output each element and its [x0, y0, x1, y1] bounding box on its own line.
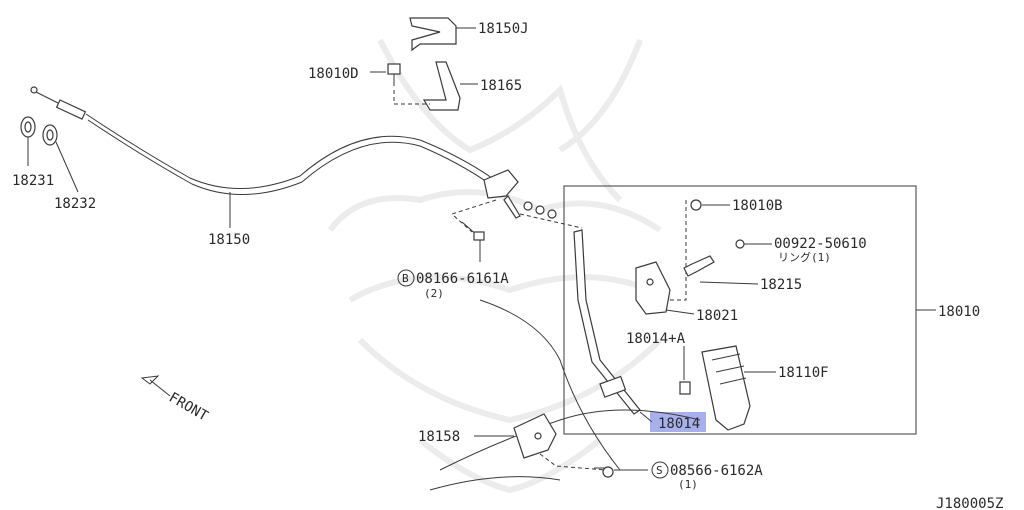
badge-08166-letter: B [402, 272, 409, 285]
part-18150J-clip [409, 17, 476, 52]
label-08166[interactable]: 08166-6161A [416, 271, 509, 287]
badge-08566-letter: S [656, 464, 663, 477]
label-18158[interactable]: 18158 [418, 429, 460, 445]
label-18010[interactable]: 18010 [938, 304, 980, 320]
cable-end-mechanism [451, 169, 583, 233]
label-00922-sub: リング(1) [778, 250, 831, 264]
label-18010B[interactable]: 18010B [732, 198, 783, 214]
part-00922-ring [735, 239, 772, 249]
label-18110F[interactable]: 18110F [778, 365, 829, 381]
part-18165-bracket [393, 61, 478, 111]
diagram-code: J180005Z [936, 496, 1003, 510]
highlight-18014 [650, 412, 706, 432]
part-08566-screw [594, 466, 648, 478]
label-18010D[interactable]: 18010D [308, 66, 359, 82]
label-18231[interactable]: 18231 [12, 173, 54, 189]
part-08166-bolt [461, 221, 485, 262]
part-18158-pad [474, 413, 607, 471]
label-18165[interactable]: 18165 [480, 78, 522, 94]
label-08566-qty: (1) [678, 478, 698, 491]
label-18215[interactable]: 18215 [760, 277, 802, 293]
badge-08166: B [397, 269, 415, 287]
label-18014[interactable]: 18014 [658, 416, 700, 432]
part-18110F-pedal-pad [701, 345, 776, 431]
label-08166-qty: (2) [424, 287, 444, 300]
badge-08566: S [651, 461, 669, 479]
part-18021-bracket [635, 200, 695, 315]
label-front: FRONT [166, 390, 211, 425]
part-18010B-nut [690, 199, 730, 211]
label-18014A[interactable]: 18014+A [626, 331, 686, 347]
label-18021[interactable]: 18021 [696, 308, 738, 324]
label-00922[interactable]: 00922-50610 [774, 236, 867, 252]
part-18232-washer [42, 124, 79, 193]
part-18231-washer [20, 116, 36, 166]
label-18150J[interactable]: 18150J [478, 21, 529, 37]
label-18232[interactable]: 18232 [54, 196, 96, 212]
floor-outline [429, 299, 701, 491]
part-18010D-bolt [370, 63, 401, 86]
part-18150-cable [30, 86, 493, 228]
part-18215-spring [683, 255, 759, 285]
part-18014A-stopper [679, 346, 691, 395]
label-18150[interactable]: 18150 [208, 232, 250, 248]
front-arrow-icon [140, 375, 171, 397]
watermark-logo [327, 38, 672, 494]
label-08566[interactable]: 08566-6162A [670, 463, 763, 479]
